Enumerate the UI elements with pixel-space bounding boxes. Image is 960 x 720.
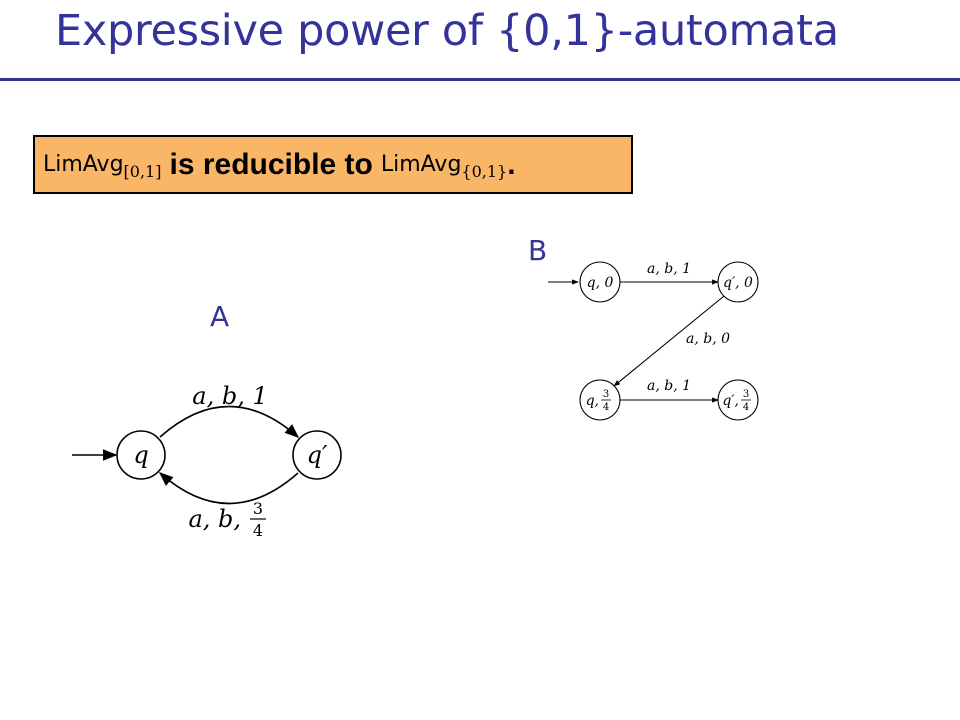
b-edge-q-prime-0-to-q-34 bbox=[613, 295, 725, 387]
panel-b-label: B bbox=[528, 234, 548, 267]
b-state-q-prime-34-den: 4 bbox=[743, 402, 749, 413]
b-state-q-prime-34-label: q′, bbox=[722, 393, 739, 409]
claim-period: . bbox=[507, 147, 516, 181]
b-edge-top-label: a, b, 1 bbox=[647, 261, 691, 277]
a-state-q bbox=[116, 430, 166, 480]
a-edge-top-label: a, b, 1 bbox=[192, 382, 267, 410]
b-state-q-prime-34-num: 3 bbox=[743, 389, 749, 400]
panel-a-label: A bbox=[210, 300, 230, 333]
claim-middle-text: is reducible to bbox=[169, 147, 373, 181]
a-fraction-numerator: 3 bbox=[253, 499, 263, 518]
b-state-q-prime-0-label: q′, 0 bbox=[723, 275, 753, 291]
claim-lhs-subscript: [0,1] bbox=[123, 162, 162, 181]
b-edge-diagonal-label: a, b, 0 bbox=[686, 331, 730, 347]
claim-rhs-subscript: {0,1} bbox=[461, 162, 508, 181]
a-edge-q-prime-to-q bbox=[158, 472, 299, 505]
b-state-q-34-label: q, bbox=[586, 393, 599, 409]
a-state-q-prime-label: q′ bbox=[307, 441, 328, 469]
panel-b-graph: q, 0 q′, 0 q, 3 4 q′, 3 4 a, b, 1 a, b, … bbox=[548, 261, 759, 421]
a-edge-q-to-q-prime bbox=[159, 405, 300, 438]
a-fraction-denominator: 4 bbox=[253, 521, 263, 540]
b-state-q0-label: q, 0 bbox=[587, 275, 614, 291]
title-underline bbox=[0, 78, 960, 81]
a-edge-bottom-label: a, b, bbox=[188, 505, 241, 533]
b-state-q-34-den: 4 bbox=[603, 402, 609, 413]
a-state-q-prime bbox=[292, 430, 342, 480]
claim-rhs-name: LimAvg bbox=[380, 152, 462, 177]
a-state-q-label: q bbox=[133, 441, 148, 469]
panel-a-graph: q q′ a, b, 1 a, b, 3 4 bbox=[72, 382, 342, 540]
claim-lhs-name: LimAvg bbox=[43, 152, 124, 177]
slide-title: Expressive power of {0,1}-automata bbox=[55, 6, 839, 56]
b-state-q-34-num: 3 bbox=[603, 389, 609, 400]
b-edge-bottom-label: a, b, 1 bbox=[647, 378, 691, 394]
claim-box: LimAvg[0,1] is reducible to LimAvg{0,1}. bbox=[33, 135, 633, 194]
